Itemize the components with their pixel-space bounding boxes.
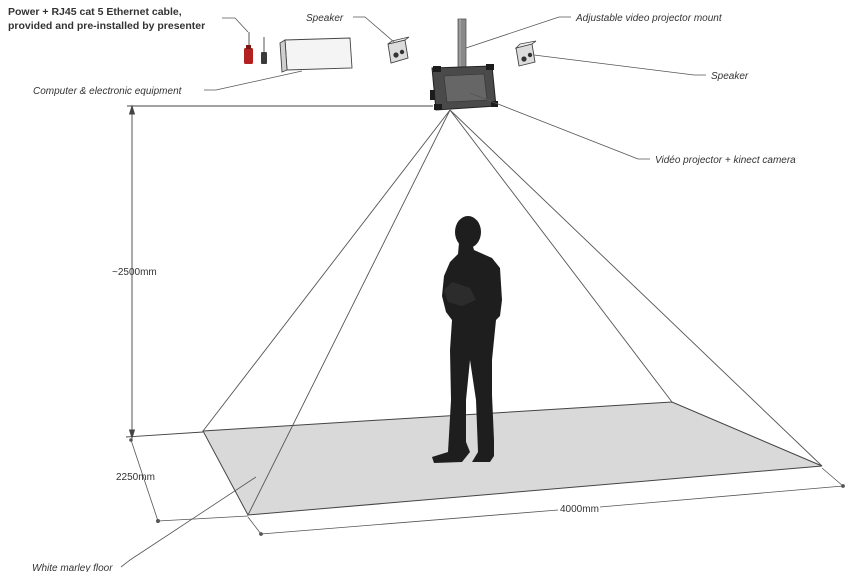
person-silhouette: [432, 216, 502, 463]
speaker-right-leader: [533, 54, 706, 76]
projector-label: Vidéo projector + kinect camera: [655, 155, 796, 166]
projector-leader: [469, 92, 650, 160]
computer-equipment: [279, 37, 353, 73]
projector-mount: [457, 18, 467, 68]
floor-label: White marley floor: [32, 563, 113, 572]
depth-dimension-label: 2250mm: [116, 472, 155, 483]
power-cable-label-line1: Power + RJ45 cat 5 Ethernet cable,: [8, 6, 182, 18]
video-projector: [430, 64, 498, 111]
ethernet-plug-icon: [261, 37, 267, 64]
speaker-right-label: Speaker: [711, 71, 749, 82]
height-dimension-label: ~2500mm: [112, 267, 157, 278]
height-dimension: [125, 104, 433, 440]
speaker-left-label: Speaker: [306, 13, 344, 24]
mount-label: Adjustable video projector mount: [575, 13, 723, 24]
speaker-right: [514, 40, 537, 67]
speaker-left-leader: [353, 16, 395, 43]
width-dimension: [247, 467, 845, 536]
width-dimension-label: 4000mm: [560, 504, 599, 515]
mount-leader: [465, 16, 571, 49]
depth-dimension: [129, 438, 249, 524]
power-cable-leader: [222, 17, 249, 33]
speaker-left: [387, 36, 410, 64]
power-cable-label-line2: provided and pre-installed by presenter: [8, 20, 205, 32]
floor-leader: [120, 476, 257, 568]
power-plug-icon: [244, 32, 253, 64]
computer-label: Computer & electronic equipment: [33, 86, 183, 97]
projection-cone: [202, 109, 823, 516]
computer-leader: [204, 70, 303, 91]
